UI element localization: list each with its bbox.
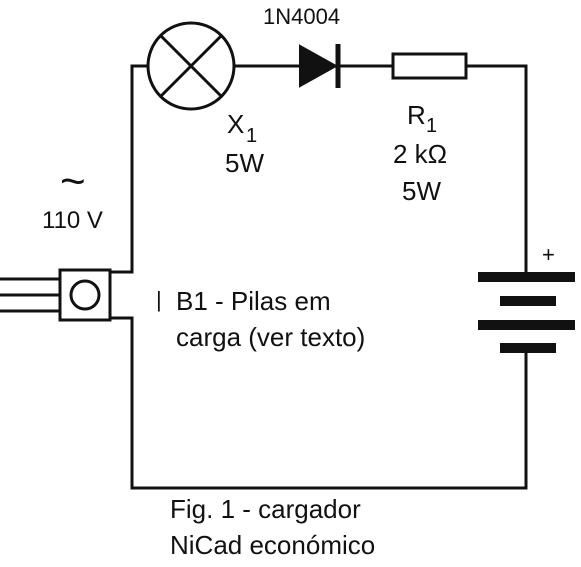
battery-plus-sign: + — [542, 242, 555, 267]
wire-bottom — [130, 316, 528, 490]
lamp-rating: 5W — [225, 148, 264, 178]
ac-symbol: ~ — [60, 157, 86, 206]
resistor-ref-sub: 1 — [426, 115, 437, 137]
ac-plug-icon — [0, 268, 112, 322]
lamp-symbol — [146, 21, 236, 111]
battery-symbol — [478, 272, 575, 353]
lamp-ref-letter: X — [227, 109, 244, 139]
caption-line2: NiCad económico — [170, 530, 375, 560]
lamp-ref-sub: 1 — [246, 125, 257, 147]
battery-mark: | — [156, 287, 162, 312]
diode-symbol — [299, 44, 341, 88]
diode-part-label: 1N4004 — [263, 4, 340, 29]
battery-label-line2: carga (ver texto) — [176, 322, 365, 352]
caption-line1: Fig. 1 - cargador — [170, 494, 361, 524]
source-voltage-label: 110 V — [42, 207, 103, 234]
resistor-rating: 5W — [402, 176, 441, 206]
wire-left-top — [130, 64, 150, 274]
resistor-symbol — [391, 52, 468, 80]
resistor-value: 2 kΩ — [393, 139, 447, 169]
wire-right — [464, 64, 528, 274]
resistor-ref-letter: R — [407, 100, 426, 130]
battery-label-line1: B1 - Pilas em — [176, 286, 331, 316]
